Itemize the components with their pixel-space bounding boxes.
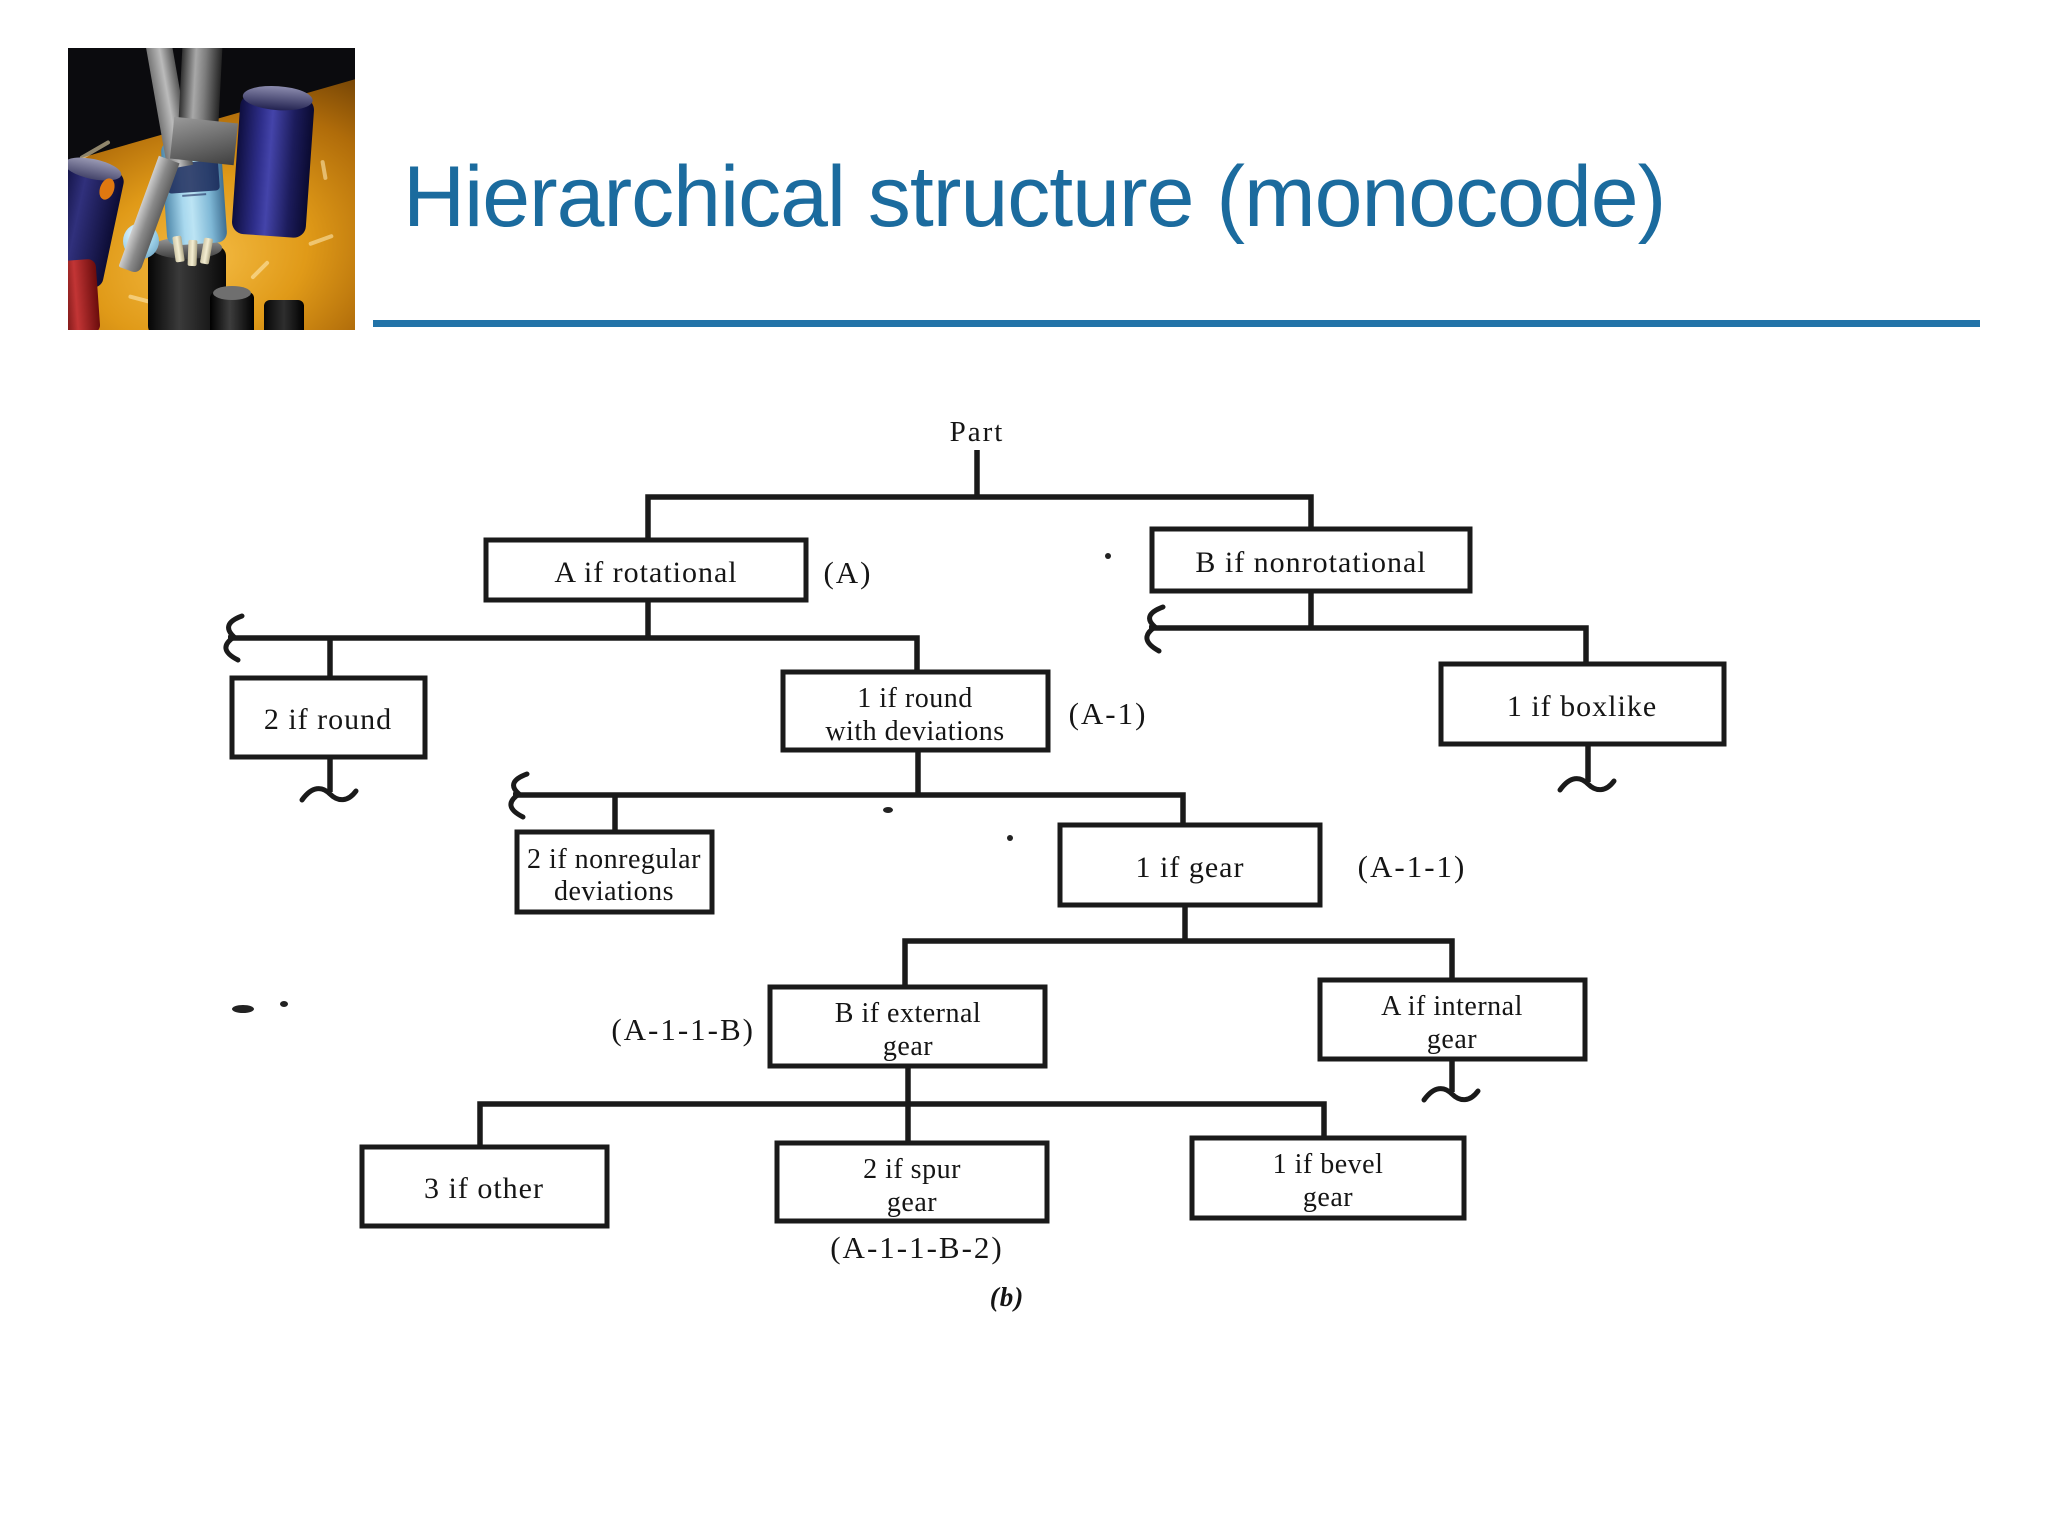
brace-mark xyxy=(508,771,530,820)
node-internal-gear: A if internal gear xyxy=(1317,977,1588,1062)
node-bevel-gear: 1 if bevel gear xyxy=(1189,1135,1467,1221)
brace-mark xyxy=(1144,604,1166,654)
code-label-A-1-1-B: (A-1-1-B) xyxy=(611,1012,755,1047)
node-nonrotational: B if nonrotational xyxy=(1149,526,1473,594)
node-spur-gear-line1: 2 if spur xyxy=(863,1154,961,1185)
node-round-label: 2 if round xyxy=(264,703,392,736)
node-nonregular: 2 if nonregular deviations xyxy=(514,829,715,915)
capacitor-red xyxy=(68,258,101,330)
tilde-mark xyxy=(1557,776,1617,793)
node-other: 3 if other xyxy=(359,1144,610,1229)
connector-level1 xyxy=(645,494,1314,540)
node-boxlike: 1 if boxlike xyxy=(1438,661,1727,747)
scan-speck xyxy=(1105,553,1111,559)
node-bevel-gear-line2: gear xyxy=(1303,1182,1353,1213)
capacitor-small xyxy=(210,286,254,330)
node-rotational: A if rotational xyxy=(483,537,809,603)
pcb-photo xyxy=(68,48,355,330)
node-round-deviations: 1 if round with deviations xyxy=(780,669,1051,753)
node-spur-gear: 2 if spur gear xyxy=(774,1140,1050,1224)
capacitor-small xyxy=(264,300,304,330)
node-boxlike-label: 1 if boxlike xyxy=(1507,690,1657,723)
scan-speck xyxy=(280,1001,288,1007)
node-nonregular-line2: deviations xyxy=(554,876,674,907)
code-label-A-1-1: (A-1-1) xyxy=(1358,849,1467,884)
node-nonrotational-label: B if nonrotational xyxy=(1195,546,1426,579)
node-external-gear-line1: B if external xyxy=(835,998,981,1029)
scan-speck xyxy=(1007,835,1013,841)
connector-level3 xyxy=(513,792,1186,825)
node-spur-gear-line2: gear xyxy=(887,1187,937,1218)
code-label-A-1-1-B-2: (A-1-1-B-2) xyxy=(830,1230,1004,1265)
node-internal-gear-line2: gear xyxy=(1427,1024,1477,1055)
brace-mark xyxy=(223,613,245,663)
connector-level5 xyxy=(477,1101,1327,1147)
node-external-gear-line2: gear xyxy=(883,1031,933,1062)
node-nonregular-line1: 2 if nonregular xyxy=(527,844,701,875)
scan-speck xyxy=(883,807,893,813)
insertion-tool-head xyxy=(169,116,239,166)
node-internal-gear-line1: A if internal xyxy=(1381,991,1523,1022)
node-other-label: 3 if other xyxy=(424,1172,544,1205)
node-bevel-gear-line1: 1 if bevel xyxy=(1273,1149,1384,1180)
component-lead xyxy=(187,239,198,267)
figure-caption: (b) xyxy=(990,1282,1024,1312)
node-round-deviations-line2: with deviations xyxy=(825,716,1004,747)
tilde-mark xyxy=(1421,1086,1481,1103)
code-label-A: (A) xyxy=(823,555,872,590)
title-underline xyxy=(373,320,1980,327)
page-title: Hierarchical structure (monocode) xyxy=(403,149,1666,245)
node-part: Part xyxy=(950,416,1005,448)
node-gear: 1 if gear xyxy=(1057,822,1323,908)
connector-level2-right xyxy=(1149,625,1589,664)
node-gear-label: 1 if gear xyxy=(1136,851,1245,884)
node-rotational-label: A if rotational xyxy=(554,556,737,589)
connector-level4 xyxy=(902,938,1455,987)
connector-level2-left xyxy=(228,635,920,672)
tree-diagram: Part A if rotational (A) B if nonrotatio… xyxy=(150,400,1800,1360)
capacitor-blue-large xyxy=(231,93,315,239)
tilde-mark xyxy=(299,786,359,803)
node-round: 2 if round xyxy=(229,675,428,760)
node-external-gear: B if external gear xyxy=(767,984,1048,1069)
node-round-deviations-line1: 1 if round xyxy=(857,683,972,714)
scan-speck xyxy=(232,1005,254,1013)
code-label-A-1: (A-1) xyxy=(1069,696,1148,731)
